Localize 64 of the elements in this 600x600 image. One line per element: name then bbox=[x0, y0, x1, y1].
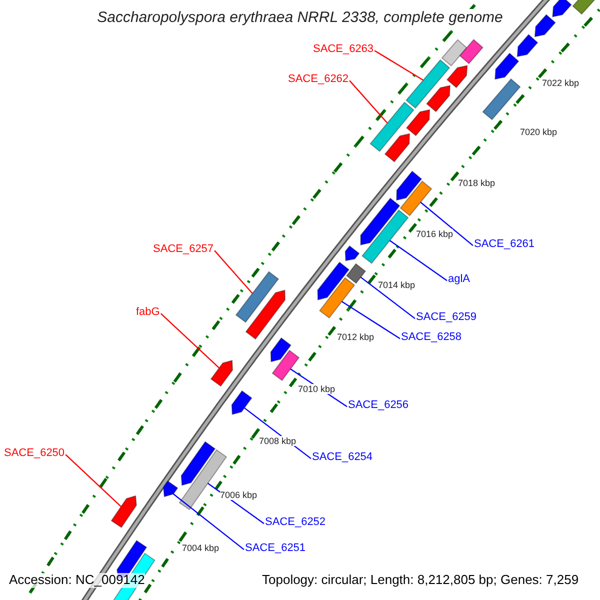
gene-label: SACE_6251 bbox=[245, 542, 306, 555]
gene-block bbox=[400, 180, 432, 216]
gene-block bbox=[552, 0, 572, 18]
leader-line bbox=[341, 301, 400, 340]
gene-label: SACE_6263 bbox=[313, 43, 374, 56]
gene-block bbox=[494, 52, 520, 80]
info-text: Accession: NC_009142 bbox=[9, 573, 145, 588]
gene-block bbox=[384, 133, 410, 162]
scale-label: 7014 kbp bbox=[378, 280, 416, 290]
gene-label: SACE_6261 bbox=[474, 238, 535, 251]
scale-label: 7016 kbp bbox=[416, 229, 454, 240]
gene-block bbox=[426, 84, 451, 112]
gene-block bbox=[110, 495, 137, 528]
gene-block bbox=[362, 209, 409, 264]
gene-block bbox=[235, 271, 280, 323]
gene-block bbox=[346, 263, 366, 284]
gene-block bbox=[406, 59, 450, 109]
gene-block bbox=[446, 64, 468, 88]
gene-label: SACE_6250 bbox=[4, 447, 65, 460]
gene-label: SACE_6259 bbox=[416, 311, 477, 324]
gene-block bbox=[516, 34, 538, 58]
gene-block bbox=[396, 170, 422, 201]
scale-label: 7004 kbp bbox=[182, 543, 220, 554]
info-text: Topology: circular; Length: 8,212,805 bp; Genes: 7,259 bbox=[262, 573, 579, 588]
leader-line bbox=[349, 80, 388, 124]
gene-block bbox=[180, 441, 216, 486]
gene-block bbox=[482, 78, 521, 120]
leader-line bbox=[160, 313, 220, 368]
gene-block bbox=[231, 390, 252, 416]
gene-block bbox=[272, 350, 300, 382]
gene-block bbox=[360, 198, 400, 246]
gene-block bbox=[210, 360, 233, 387]
scale-label: 7020 kbp bbox=[520, 127, 558, 138]
gene-block bbox=[317, 262, 350, 300]
leader-line bbox=[374, 50, 424, 81]
gene-label: aglA bbox=[448, 273, 470, 286]
scale-label: 7010 kbp bbox=[298, 384, 336, 394]
gene-block bbox=[370, 102, 414, 152]
gene-label: SACE_6254 bbox=[312, 451, 373, 464]
leader-line bbox=[173, 494, 244, 550]
gene-block bbox=[270, 337, 292, 362]
gene-label: SACE_6252 bbox=[265, 516, 326, 529]
leader-line bbox=[420, 202, 474, 246]
scale-label: 7006 kbp bbox=[220, 490, 258, 500]
gene-block bbox=[245, 290, 286, 340]
scale-label: 7008 kbp bbox=[259, 436, 296, 446]
gene-block bbox=[534, 14, 556, 38]
leader-line bbox=[360, 276, 416, 320]
scale-label: 7018 kbp bbox=[458, 178, 496, 188]
leader-line bbox=[389, 240, 448, 282]
scale-label: 7022 kbp bbox=[542, 78, 580, 88]
gene-label: SACE_6258 bbox=[401, 331, 462, 344]
gene-label: SACE_6257 bbox=[153, 243, 214, 256]
gene-block bbox=[441, 39, 468, 66]
gene-label: SACE_6256 bbox=[348, 399, 409, 412]
scale-label: 7012 kbp bbox=[337, 332, 374, 342]
gene-block bbox=[459, 38, 484, 64]
gene-block bbox=[406, 109, 430, 136]
gene-label: fabG bbox=[136, 306, 160, 319]
gene-label: SACE_6262 bbox=[288, 73, 349, 86]
leader-line bbox=[214, 250, 253, 294]
title: Saccharopolyspora erythraea NRRL 2338, complete genome bbox=[97, 9, 503, 26]
leader-line bbox=[65, 454, 122, 508]
gene-block bbox=[319, 277, 356, 319]
